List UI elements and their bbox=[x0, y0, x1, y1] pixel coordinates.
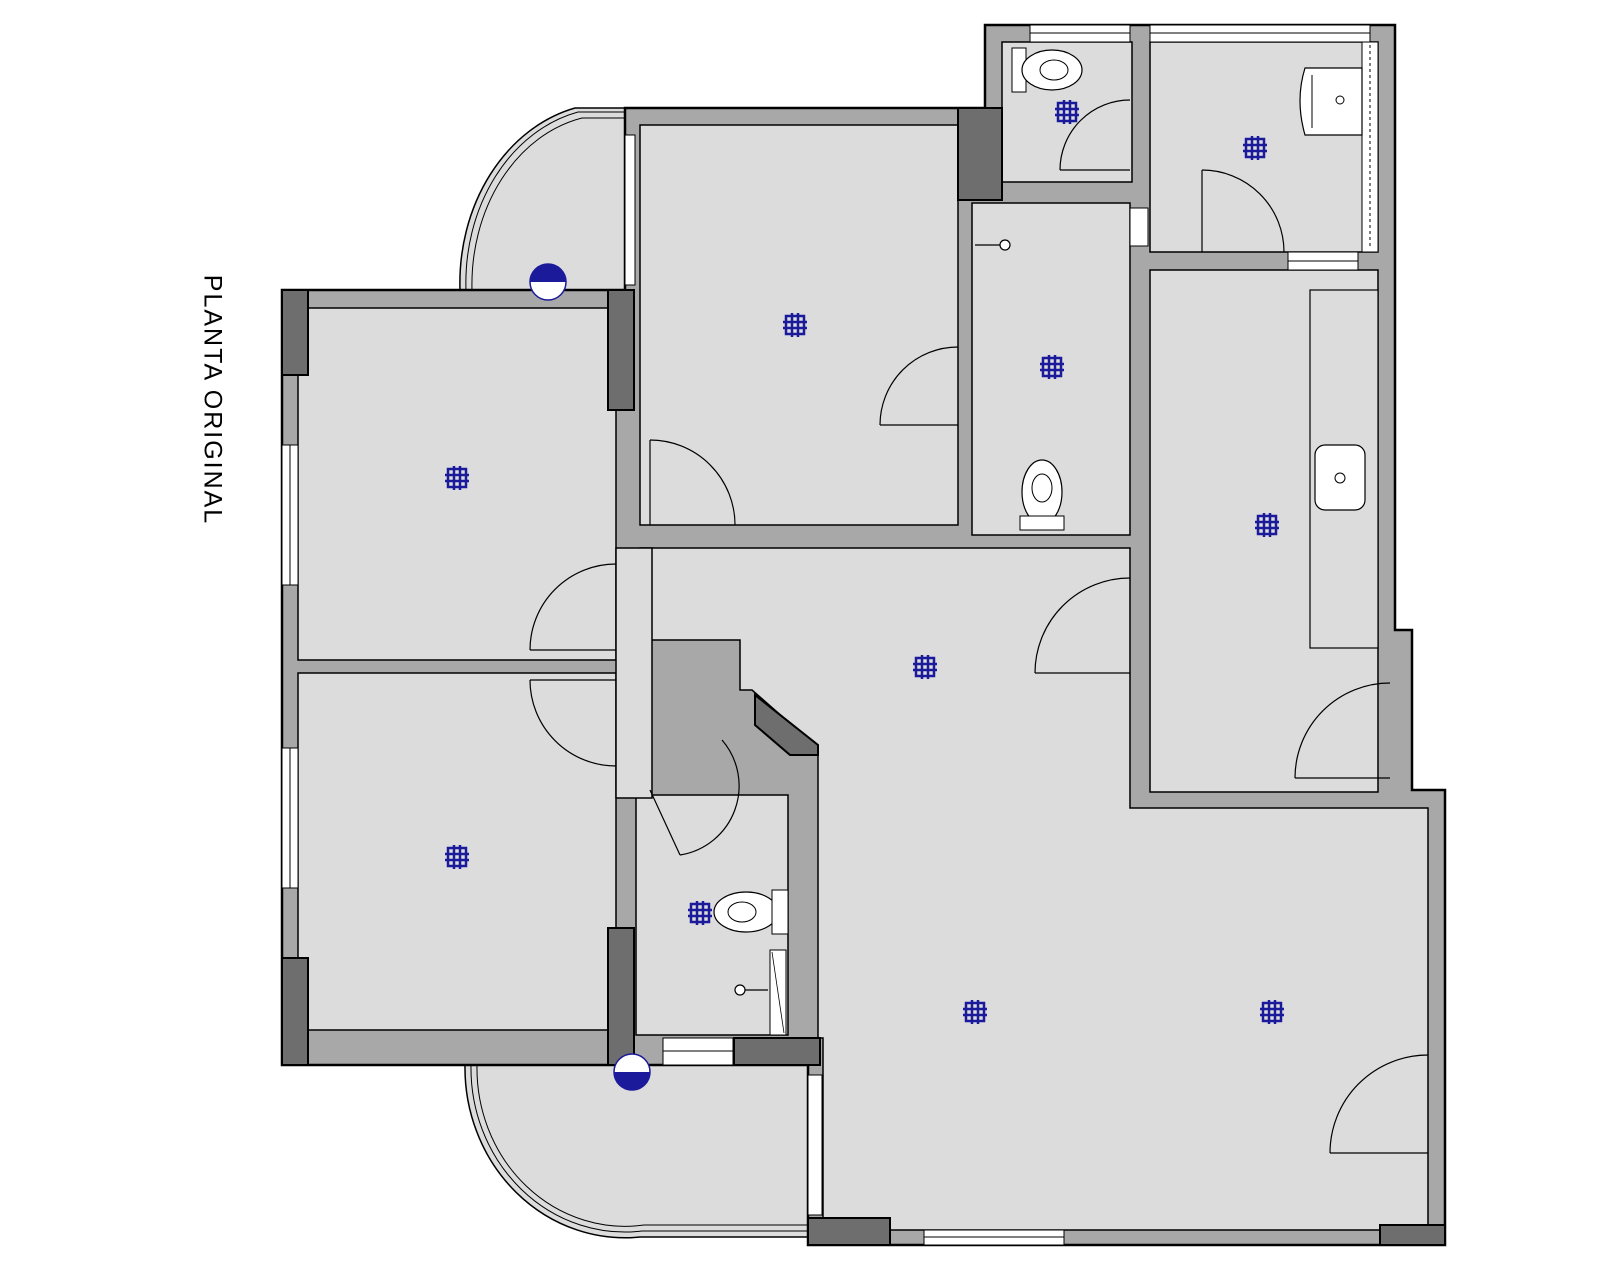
toilet-icon bbox=[713, 889, 789, 935]
balcony-top bbox=[459, 107, 626, 291]
washing-machine-icon bbox=[1299, 67, 1363, 136]
ceiling-light-icon bbox=[445, 466, 469, 490]
toilet-icon bbox=[1019, 459, 1065, 531]
sink-icon bbox=[1314, 444, 1366, 511]
room-bedroom-2 bbox=[297, 672, 617, 1031]
ceiling-light-icon bbox=[963, 1000, 987, 1024]
shower-icon bbox=[975, 239, 1011, 251]
structural-columns bbox=[281, 107, 1446, 1246]
ceiling-light-icon bbox=[1055, 100, 1079, 124]
room-bedroom-1 bbox=[297, 307, 617, 661]
kitchen-counter bbox=[1309, 289, 1379, 649]
ceiling-light-icon bbox=[688, 901, 712, 925]
ceiling-light-icon bbox=[1040, 355, 1064, 379]
ceiling-light-icon bbox=[913, 655, 937, 679]
doors bbox=[529, 99, 1429, 1154]
shower-icon bbox=[734, 949, 787, 1036]
ceiling-light-icon bbox=[445, 845, 469, 869]
ceiling-lights bbox=[445, 100, 1284, 1024]
windows bbox=[281, 24, 1371, 1246]
ceiling-light-icon bbox=[1255, 513, 1279, 537]
balcony-bottom bbox=[464, 1064, 809, 1239]
toilet-icon bbox=[1011, 47, 1083, 93]
ceiling-light-icon bbox=[1260, 1000, 1284, 1024]
laundry-fixtures bbox=[1299, 41, 1379, 253]
level-marker-icon bbox=[529, 263, 567, 301]
level-marker-icon bbox=[613, 1053, 651, 1091]
ceiling-light-icon bbox=[783, 313, 807, 337]
room-corridor bbox=[615, 547, 653, 799]
ceiling-light-icon bbox=[1243, 136, 1267, 160]
